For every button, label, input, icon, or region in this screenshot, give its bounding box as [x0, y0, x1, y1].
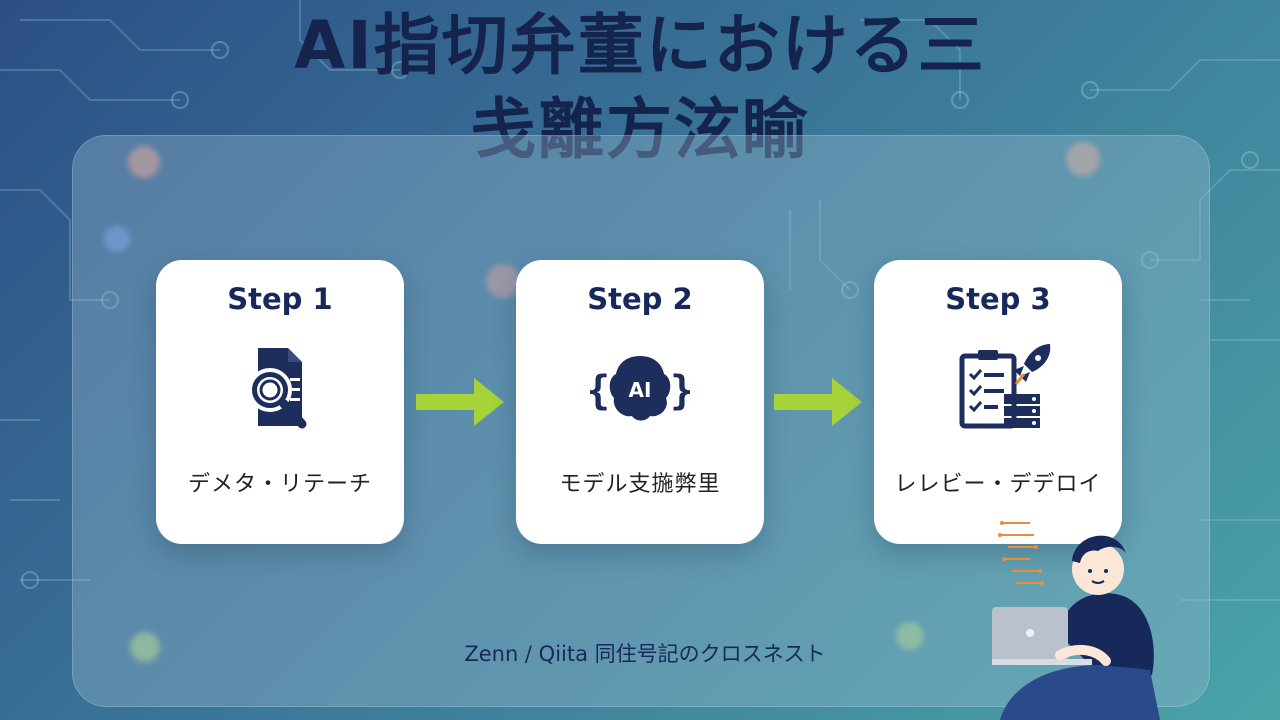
page-title-line-1: AI指切弁董における三 — [294, 7, 986, 84]
arrow-right-icon — [774, 378, 862, 426]
glow-dot — [130, 632, 160, 662]
step-3-label: レレビー・デデロイ — [894, 472, 1102, 497]
checklist-rocket-server-icon — [959, 344, 1051, 429]
glow-dot — [128, 146, 160, 178]
person-with-laptop-illustration — [992, 521, 1160, 720]
step-1-title: Step 1 — [227, 282, 333, 316]
svg-text:}: } — [670, 368, 690, 414]
glow-dot — [896, 622, 924, 650]
svg-text:AI: AI — [629, 378, 652, 402]
ai-brain-icon: { } AI — [590, 356, 690, 421]
step-3-card: Step 3 レレビー・デデロイ — [874, 260, 1122, 544]
footer-caption: Zenn / Qiita 同住号記のクロスネスト — [464, 642, 826, 666]
step-1-card: Step 1 デメタ・リテーチ — [156, 260, 404, 544]
arrow-right-icon — [416, 378, 504, 426]
step-2-label: モデル支揓弊里 — [559, 472, 721, 497]
step-1-label: デメタ・リテーチ — [187, 472, 372, 497]
document-search-icon — [248, 348, 307, 429]
glow-dot — [104, 226, 130, 252]
page-title-line-2: 戋離方泫睮 — [470, 91, 810, 168]
step-3-title: Step 3 — [945, 282, 1051, 316]
step-2-title: Step 2 — [587, 282, 693, 316]
glow-dot — [486, 264, 520, 298]
glow-dot — [1066, 142, 1100, 176]
svg-text:{: { — [590, 368, 610, 414]
step-2-card: Step 2 { } AI モデル支揓弊里 — [516, 260, 764, 544]
